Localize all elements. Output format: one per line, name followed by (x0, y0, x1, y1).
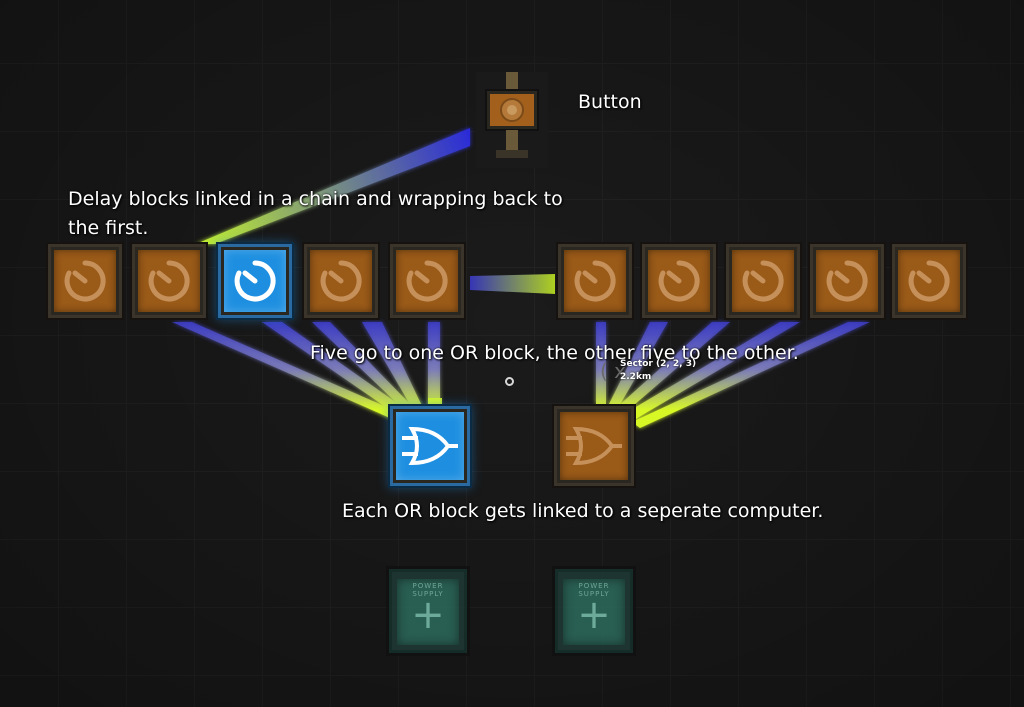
power-supply-label: POWER SUPPLY (412, 582, 444, 598)
delay-block-10[interactable] (890, 242, 968, 320)
plus-icon: + (411, 592, 445, 639)
link-delay5-to-or1 (362, 322, 422, 408)
or-gate-icon (566, 426, 622, 466)
plus-icon: + (577, 592, 611, 639)
power-supply-1[interactable]: POWER SUPPLY + (386, 566, 470, 656)
delay-timer-icon (320, 260, 362, 302)
link-delay4-to-or1 (312, 322, 412, 410)
delay-timer-icon (64, 260, 106, 302)
or-block-face (560, 412, 628, 480)
delay-block-8[interactable] (724, 242, 802, 320)
or-gate-icon (402, 426, 458, 466)
delay-block-face (396, 250, 458, 312)
delay-block-face (54, 250, 116, 312)
sector-distance: 2.2km (620, 372, 652, 382)
delay-block-5[interactable] (388, 242, 466, 320)
delay-block-1[interactable] (46, 242, 124, 320)
delay-block-3-active[interactable] (216, 242, 294, 320)
delay-timer-icon (574, 260, 616, 302)
annotation-delay-chain-line2: the first. (68, 217, 149, 239)
delay-block-face (898, 250, 960, 312)
power-supply-face: POWER SUPPLY + (397, 579, 459, 645)
delay-block-face (310, 250, 372, 312)
delay-block-face (732, 250, 794, 312)
delay-timer-icon (742, 260, 784, 302)
annotation-button: Button (578, 91, 642, 113)
link-delay3-to-or1 (262, 322, 404, 414)
delay-block-face (648, 250, 710, 312)
link-delay-chain (470, 274, 555, 294)
link-delay7-to-or2 (608, 322, 668, 408)
delay-timer-icon (826, 260, 868, 302)
delay-timer-icon (234, 260, 276, 302)
delay-block-6[interactable] (556, 242, 634, 320)
delay-block-face (816, 250, 878, 312)
delay-block-face (564, 250, 626, 312)
link-delay9-to-or2 (624, 322, 800, 420)
or-block-2[interactable] (552, 404, 636, 488)
annotation-or-computer: Each OR block gets linked to a seperate … (342, 500, 824, 522)
annotation-or-split: Five go to one OR block, the other five … (310, 342, 799, 364)
button-block[interactable] (470, 72, 554, 168)
link-delay10-to-or2 (632, 322, 870, 428)
button-block-icon (476, 72, 548, 168)
delay-block-7[interactable] (640, 242, 718, 320)
annotation-delay-chain-line1: Delay blocks linked in a chain and wrapp… (68, 188, 563, 210)
delay-timer-icon (148, 260, 190, 302)
delay-timer-icon (658, 260, 700, 302)
power-supply-label: POWER SUPPLY (578, 582, 610, 598)
sector-label: Sector (2, 2, 3) (620, 359, 697, 369)
power-supply-2[interactable]: POWER SUPPLY + (552, 566, 636, 656)
link-button-to-delay (196, 128, 470, 244)
delay-block-9[interactable] (808, 242, 886, 320)
delay-timer-icon (406, 260, 448, 302)
link-delay1-to-or1 (172, 322, 398, 418)
or-block-1-active[interactable] (388, 404, 472, 488)
crosshair-icon (505, 377, 514, 386)
link-delay6-to-or2 (596, 322, 606, 404)
link-chain-to-or1 (428, 322, 440, 406)
power-supply-face: POWER SUPPLY + (563, 579, 625, 645)
delay-block-4[interactable] (302, 242, 380, 320)
delay-block-face (224, 250, 286, 312)
delay-block-face (138, 250, 200, 312)
link-delay8-to-or2 (616, 322, 730, 412)
delay-timer-icon (908, 260, 950, 302)
or-block-face (396, 412, 464, 480)
connector-mark: ( x (600, 359, 626, 383)
delay-block-2[interactable] (130, 242, 208, 320)
